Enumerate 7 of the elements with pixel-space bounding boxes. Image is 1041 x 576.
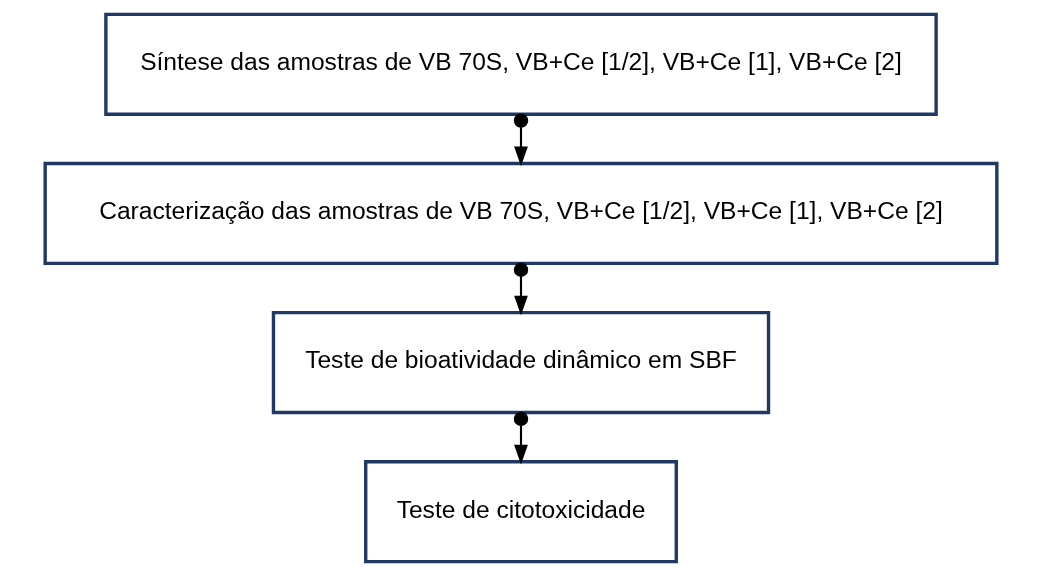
arrow	[513, 411, 528, 465]
arrow	[513, 262, 528, 316]
node-box: Teste de bioatividade dinâmico em SBF	[271, 310, 770, 415]
arrow	[513, 113, 528, 167]
node-box: Caracterização das amostras de VB 70S, VB+Ce [1/2], VB+Ce [1], VB+Ce [2]	[42, 161, 999, 266]
node-box: Síntese das amostras de VB 70S, VB+Ce [1/2], VB+Ce [1], VB+Ce [2]	[103, 12, 938, 116]
node-box: Teste de citotoxicidade	[363, 460, 678, 564]
